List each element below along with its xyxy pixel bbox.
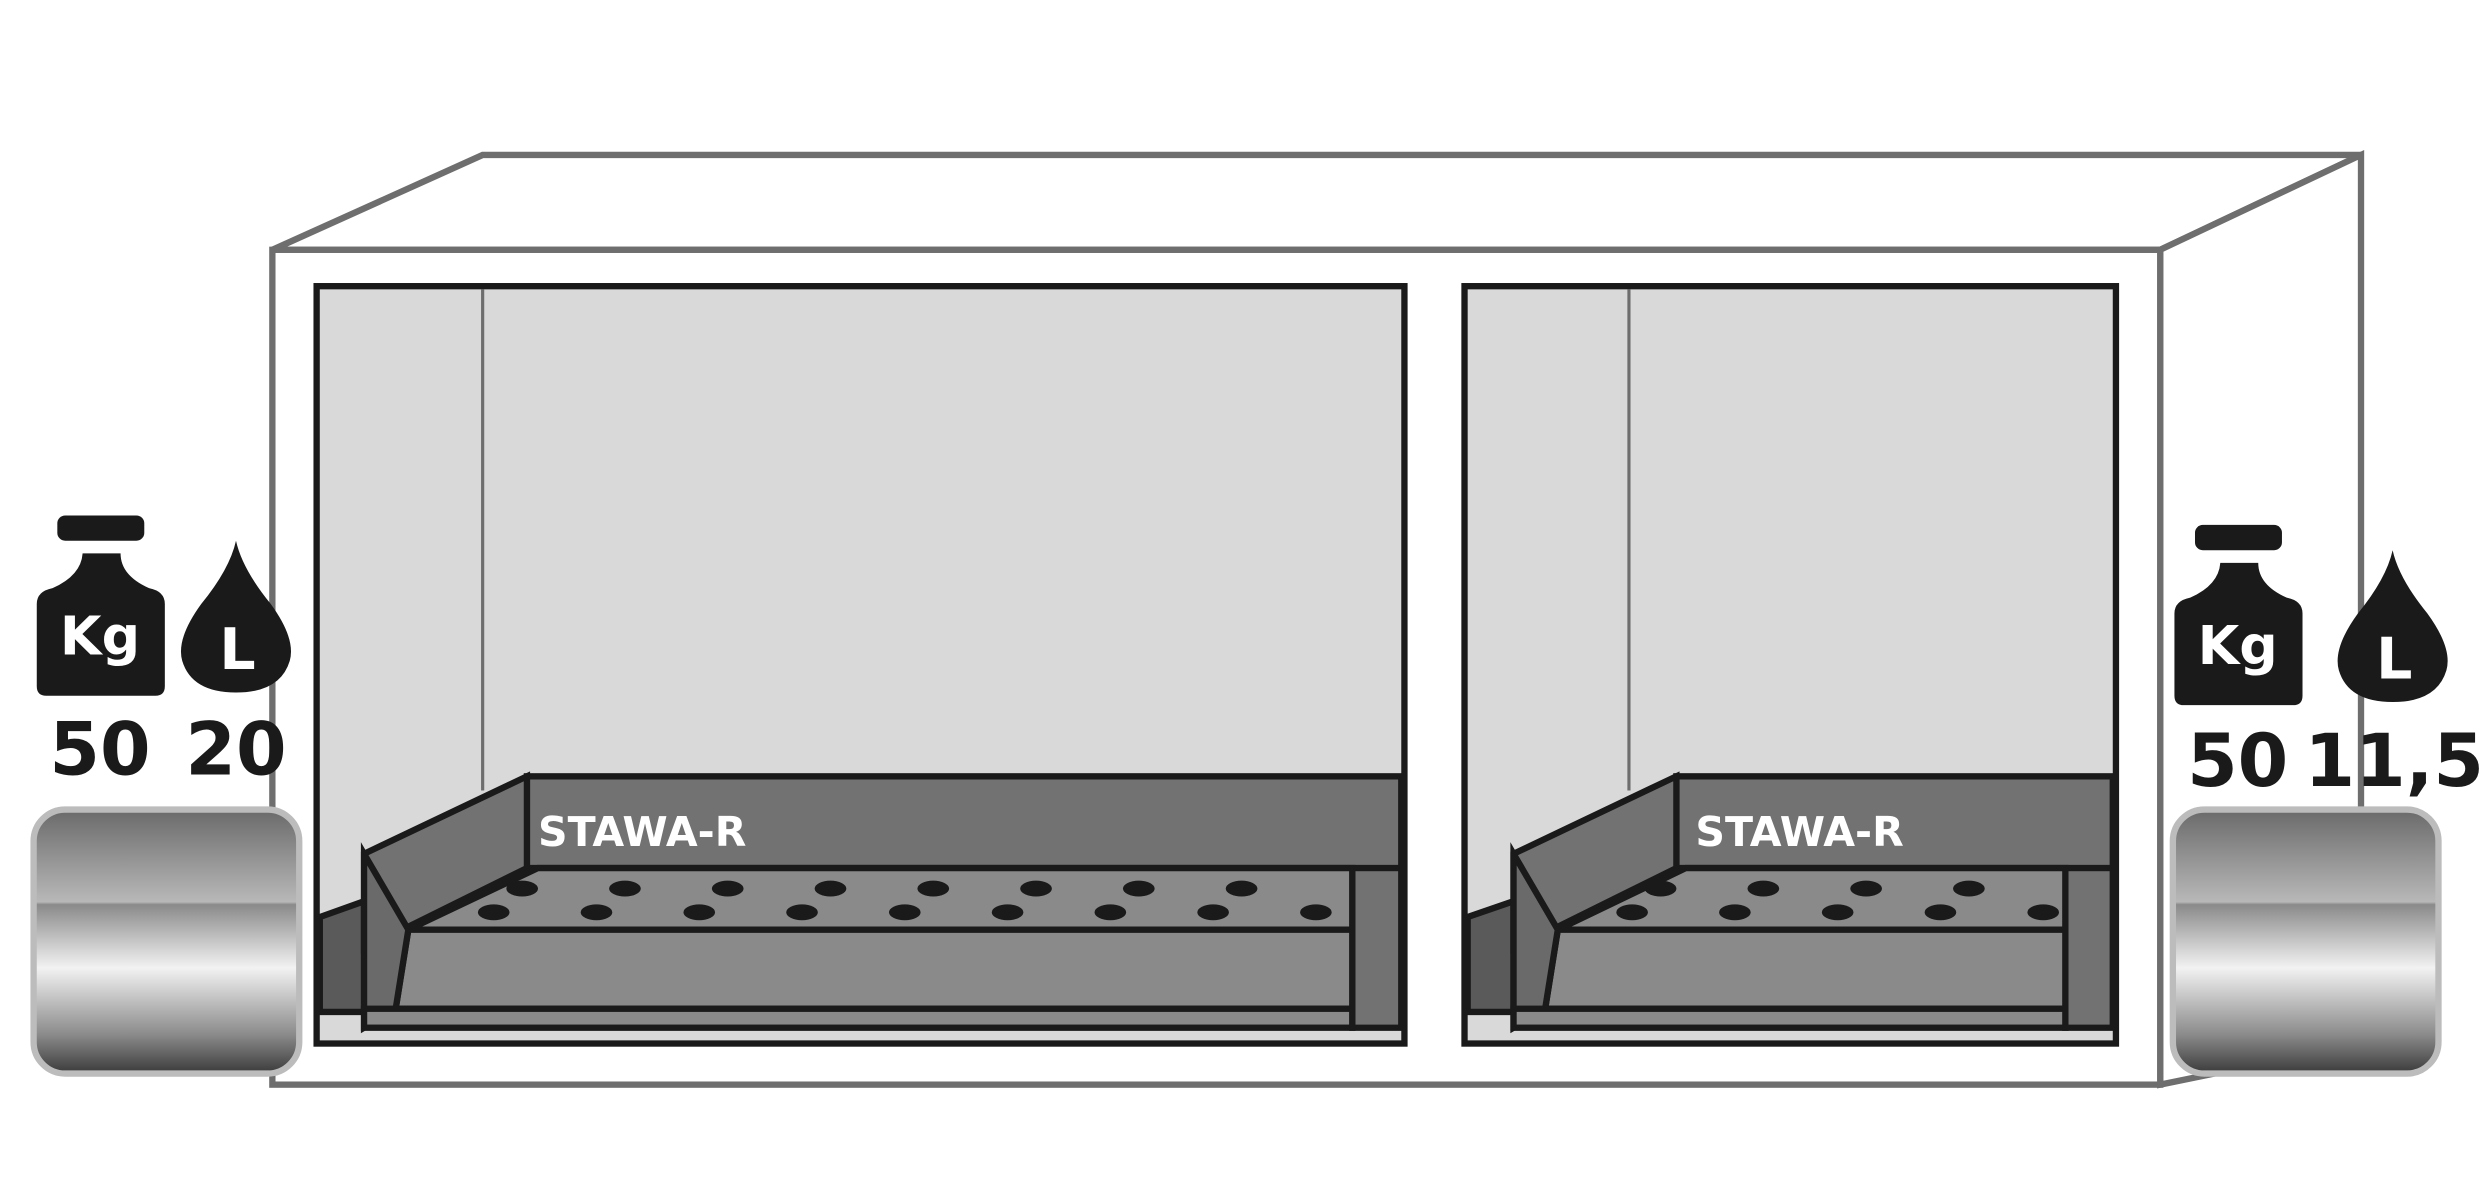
tray-hole [917,880,950,897]
tray-hole [609,880,641,897]
drop-icon: L [180,540,292,693]
tray-hole [711,880,744,897]
right-specs: Kg L 50 11,5 [2169,524,2480,1077]
tray-hole [888,904,921,921]
tray-holes-right [1616,880,2060,921]
weight-icon: Kg [36,515,165,696]
max-load-value-left: 50 [49,708,150,793]
steel-swatch-right [2169,806,2442,1077]
tray-hole [1953,880,1985,897]
svg-text:L: L [2376,626,2412,692]
svg-text:Kg: Kg [2198,614,2278,677]
max-load-value-right: 50 [2187,719,2288,804]
left-specs: Kg L 50 20 [30,515,303,1077]
tray-label-left: STAWA-R [538,808,746,856]
weight-icon: Kg [2174,524,2303,706]
tray-hole [1924,904,1957,921]
tray-label-right: STAWA-R [1695,808,1903,856]
sump-tray-left [316,771,1405,1034]
tray-hole [683,904,716,921]
tray-hole [1197,904,1229,921]
right-compartment: STAWA-R [1461,283,2120,1047]
tray-hole [1644,880,1677,897]
tray-hole [1300,904,1332,921]
tray-hole [1821,904,1854,921]
tray-hole [2027,904,2060,921]
tray-hole [1094,904,1127,921]
tray-hole [1747,880,1780,897]
tray-hole [786,904,818,921]
left-compartment: STAWA-R [313,283,1408,1047]
tray-hole [1719,904,1751,921]
tray-hole [1122,880,1155,897]
tray-hole [991,904,1024,921]
tray-hole [814,880,847,897]
tray-hole [1850,880,1882,897]
sump-volume-value-left: 20 [185,708,286,793]
tray-holes-left [477,880,1332,921]
cabinet-top [271,151,2363,253]
drop-icon: L [2337,550,2448,703]
tray-hole [1020,880,1052,897]
steel-swatch-left [30,806,303,1077]
tray-hole [1225,880,1258,897]
tray-hole [1616,904,1648,921]
svg-text:L: L [219,617,255,683]
tray-hole [580,904,613,921]
sump-volume-value-right: 11,5 [2305,719,2480,804]
svg-text:Kg: Kg [60,605,140,668]
tray-hole [477,904,510,921]
tray-hole [506,880,538,897]
